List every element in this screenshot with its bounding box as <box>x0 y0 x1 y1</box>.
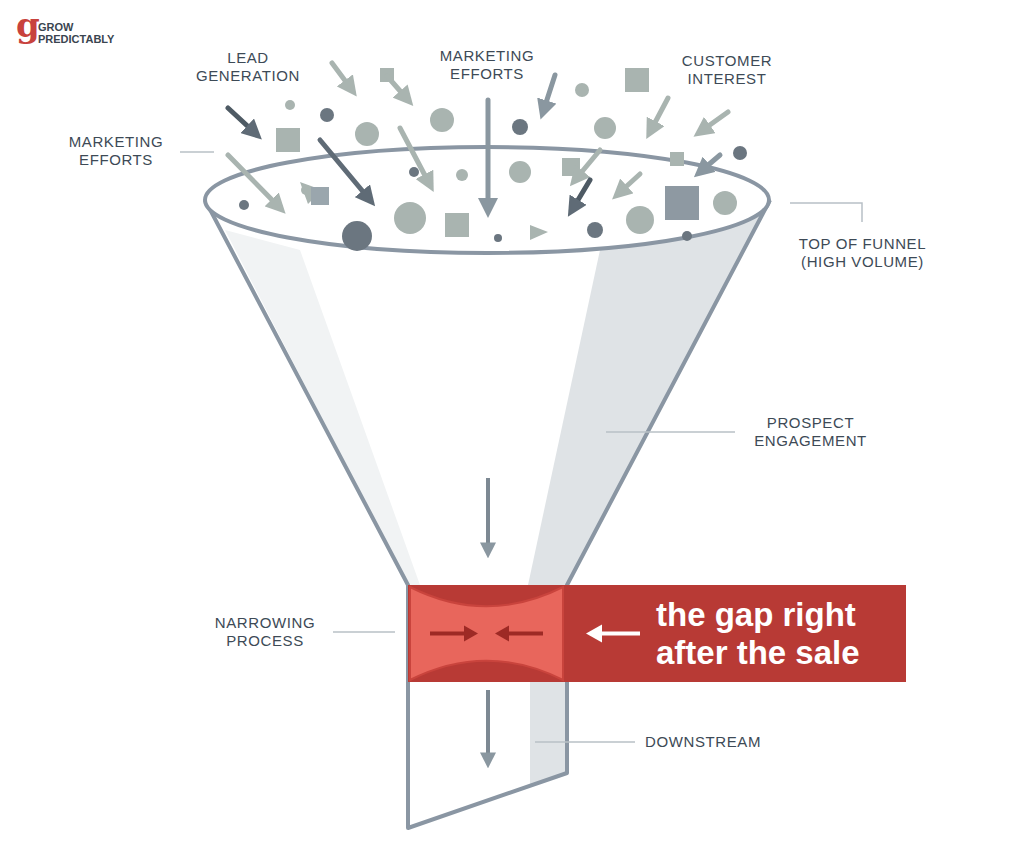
stage-label: LEAD GENERATION <box>184 49 312 85</box>
stage-label: PROSPECT ENGAGEMENT <box>743 414 878 450</box>
stage-label: CUSTOMER INTEREST <box>668 52 786 88</box>
stage-label: NARROWING PROCESS <box>204 614 326 650</box>
stage-label: MARKETING EFFORTS <box>427 47 547 83</box>
stage-label: MARKETING EFFORTS <box>56 133 176 169</box>
stage-label: TOP OF FUNNEL (HIGH VOLUME) <box>785 235 940 271</box>
callout-band: the gap right after the sale <box>408 585 906 682</box>
brand-name: GROW PREDICTABLY <box>38 21 126 45</box>
callout-text: the gap right after the sale <box>656 596 894 672</box>
stage-label: DOWNSTREAM <box>645 733 775 751</box>
